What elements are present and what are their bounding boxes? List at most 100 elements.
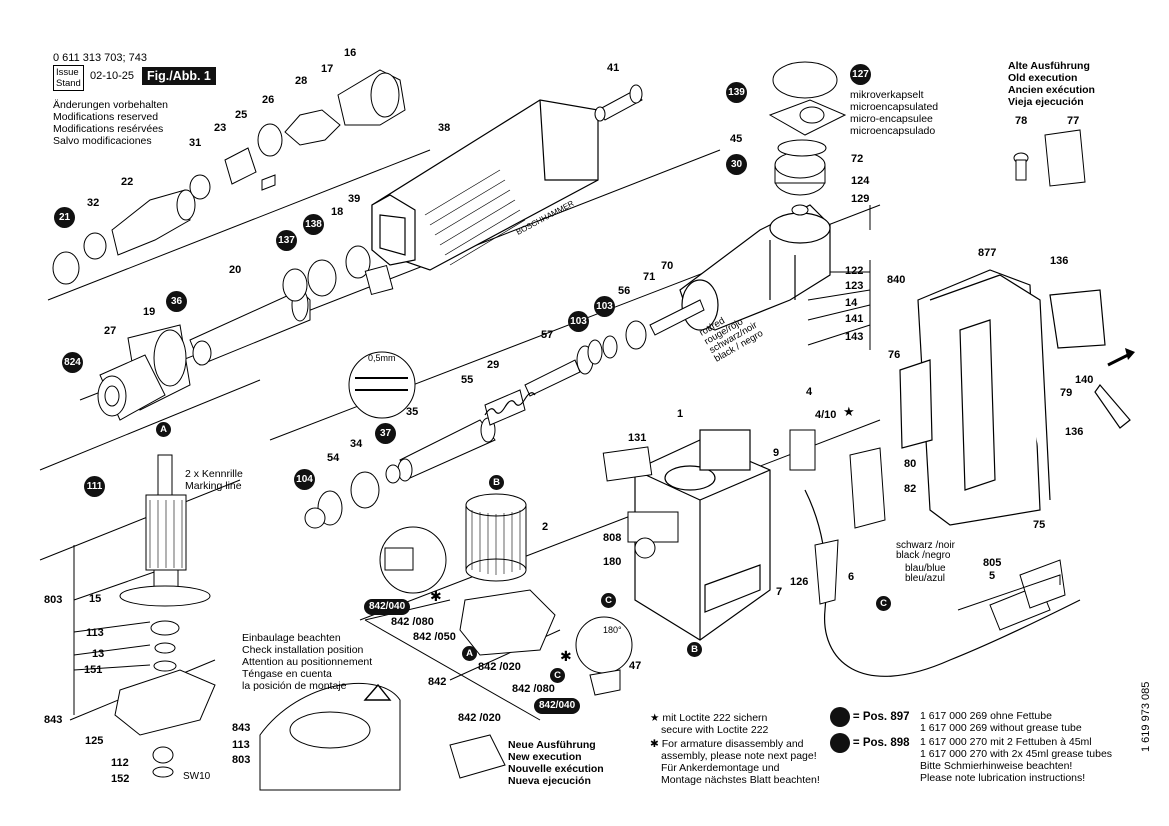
part-803: 803 (44, 594, 63, 606)
part-129: 129 (851, 193, 870, 205)
badge-37: 37 (375, 423, 396, 444)
part-113-detail: 113 (232, 739, 250, 751)
rotation-label: 180° (603, 625, 622, 635)
wire-line: schwarz /noir (896, 540, 955, 551)
part-842-050: 842 /050 (413, 631, 456, 643)
loctite-line: secure with Loctite 222 (661, 724, 769, 736)
part-9: 9 (773, 447, 780, 459)
part-54: 54 (327, 452, 340, 464)
part-803-detail: 803 (232, 754, 251, 766)
badge-104: 104 (294, 469, 315, 490)
install-note: Einbaulage beachten Check installation p… (242, 632, 372, 692)
ref-842-040-a: 842/040 (364, 599, 411, 615)
part-141: 141 (845, 313, 864, 325)
grease-dot-icon (830, 733, 850, 753)
part-47: 47 (629, 660, 642, 672)
part-131: 131 (628, 432, 647, 444)
grease-pos-898: = Pos. 898 (830, 733, 910, 753)
micro-line: mikroverkapselt (850, 89, 924, 101)
part-843-detail: 843 (232, 722, 251, 734)
old-execution-note: Alte Ausführung Old execution Ancien exé… (1008, 60, 1095, 108)
badge-103-b: 103 (594, 296, 615, 317)
connector-b: B (489, 475, 504, 490)
kennrille-line: 2 x Kennrille (185, 468, 243, 480)
note-line: Salvo modificaciones (53, 135, 152, 147)
part-842: 842 (428, 676, 447, 688)
badge-36: 36 (166, 291, 187, 312)
part-78: 78 (1015, 115, 1028, 127)
part-113: 113 (86, 627, 104, 639)
gauge-label: 0,5mm (368, 353, 396, 363)
connector-c: C (601, 593, 616, 608)
marking-line-note: 2 x Kennrille Marking line (185, 468, 243, 492)
part-45: 45 (730, 133, 743, 145)
wire-line: blau/blue (905, 563, 946, 574)
issue-stand-box: Issue Stand (53, 65, 84, 91)
badge-103-a: 103 (568, 311, 589, 332)
issue-label: Issue (56, 67, 79, 78)
wire-color-blau: blau/blue bleu/azul (905, 564, 946, 584)
part-136-top: 136 (1050, 255, 1069, 267)
part-2: 2 (542, 521, 549, 533)
grease-898-lines: 1 617 000 270 mit 2 Fettuben à 45ml 1 61… (920, 736, 1112, 784)
new-exec-line: Nueva ejecución (508, 775, 591, 787)
micro-note: mikroverkapselt microencapsulated micro-… (850, 89, 938, 137)
part-151: 151 (84, 664, 103, 676)
part-57: 57 (541, 329, 554, 341)
part-72: 72 (851, 153, 864, 165)
grease-pos-897: = Pos. 897 (830, 707, 910, 727)
armature-asterisk-icon: ✱ (560, 648, 572, 664)
part-35: 35 (406, 406, 419, 418)
armature-line: assembly, please note next page! (661, 750, 817, 762)
connector-b: B (687, 642, 702, 657)
install-line: Attention au positionnement (242, 656, 373, 668)
side-document-code: 1 619 973 085 (1140, 681, 1152, 752)
part-80: 80 (904, 458, 917, 470)
badge-139: 139 (726, 82, 747, 103)
part-15: 15 (89, 593, 102, 605)
doc-number: 0 611 313 703; 743 (53, 52, 147, 64)
part-18: 18 (331, 206, 344, 218)
part-79: 79 (1060, 387, 1073, 399)
part-4-10: 4/10 (815, 409, 837, 421)
grease-line: 1 617 000 270 with 2x 45ml grease tubes (920, 748, 1113, 760)
part-124: 124 (851, 175, 870, 187)
part-56: 56 (618, 285, 631, 297)
part-842-020-a: 842 /020 (478, 661, 521, 673)
new-exec-line: Neue Ausführung (508, 739, 596, 751)
micro-line: microencapsulated (850, 101, 939, 113)
armature-line: Für Ankerdemontage und (661, 762, 780, 774)
note-line: Änderungen vorbehalten (53, 99, 169, 111)
part-6: 6 (848, 571, 855, 583)
loctite-line: mit Loctite 222 sichern (662, 712, 768, 724)
part-4: 4 (806, 386, 813, 398)
note-line: Modifications resérvées (53, 123, 164, 135)
old-exec-line: Old execution (1008, 72, 1078, 84)
install-line: la posición de montaje (242, 680, 347, 692)
kennrille-line: Marking line (185, 480, 242, 492)
armature-line: Montage nächstes Blatt beachten! (661, 774, 820, 786)
part-140: 140 (1075, 374, 1094, 386)
part-143: 143 (845, 331, 864, 343)
micro-line: micro-encapsulee (850, 113, 933, 125)
part-32: 32 (87, 197, 100, 209)
part-76: 76 (888, 349, 901, 361)
figure-label: Fig./Abb. 1 (142, 67, 216, 85)
loctite-footnote: ★ mit Loctite 222 sichern secure with Lo… (650, 712, 768, 736)
part-31: 31 (189, 137, 202, 149)
part-152: 152 (111, 773, 130, 785)
armature-asterisk-icon: ✱ (430, 588, 442, 604)
part-805: 805 (983, 557, 1002, 569)
wrench-size: SW10 (183, 771, 211, 782)
wire-color-schwarz: schwarz /noir black /negro (896, 541, 955, 561)
part-136-bottom: 136 (1065, 426, 1084, 438)
badge-30: 30 (726, 154, 747, 175)
wire-line: black /negro (896, 550, 951, 561)
wire-line: bleu/azul (905, 573, 946, 584)
part-70: 70 (661, 260, 674, 272)
install-line: Téngase en cuenta (242, 668, 332, 680)
part-28: 28 (295, 75, 308, 87)
install-line: Einbaulage beachten (242, 632, 341, 644)
grease-line: 1 617 000 269 without grease tube (920, 722, 1082, 734)
